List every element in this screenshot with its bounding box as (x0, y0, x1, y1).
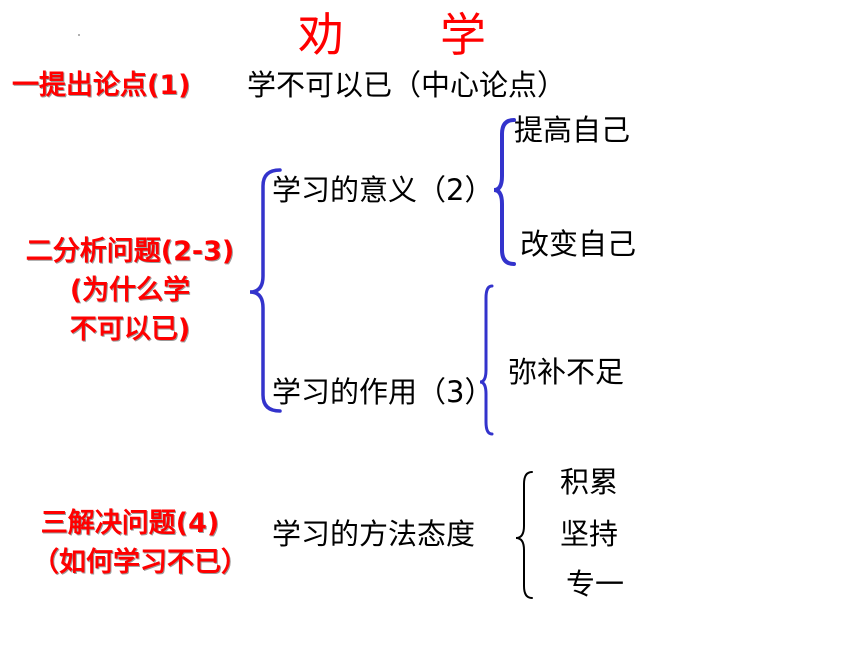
method-attitude-label: 学习的方法态度 (272, 517, 476, 551)
brace-section2 (249, 168, 282, 413)
section2-label-line3: 不可以已) (69, 314, 191, 345)
brace-method (515, 471, 533, 599)
section3-label-line2: （如何学习不已） (32, 547, 248, 578)
branch-meaning-item-2: 改变自己 (520, 227, 637, 261)
section1-content: 学不可以已（中心论点） (247, 68, 567, 102)
brace-meaning (493, 118, 516, 266)
branch-function-item-1: 弥补不足 (508, 355, 625, 389)
method-item-focus: 专一 (566, 567, 625, 601)
branch-function-label: 学习的作用（3） (272, 375, 494, 409)
branch-meaning-item-1: 提高自己 (514, 113, 631, 147)
brace-function (479, 284, 494, 436)
method-item-persist: 坚持 (560, 517, 619, 551)
branch-meaning-label: 学习的意义（2） (272, 173, 494, 207)
title-char-quan: 劝 (298, 8, 344, 62)
section1-label: 一提出论点(1) (12, 70, 191, 101)
title-char-xue: 学 (440, 8, 486, 62)
section3-label-line1: 三解决问题(4) (40, 508, 220, 539)
section2-label-line1: 二分析问题(2-3) (25, 236, 235, 267)
method-item-accumulate: 积累 (560, 465, 619, 499)
section2-label-line2: (为什么学 (69, 275, 191, 306)
decorative-dot (78, 34, 80, 36)
